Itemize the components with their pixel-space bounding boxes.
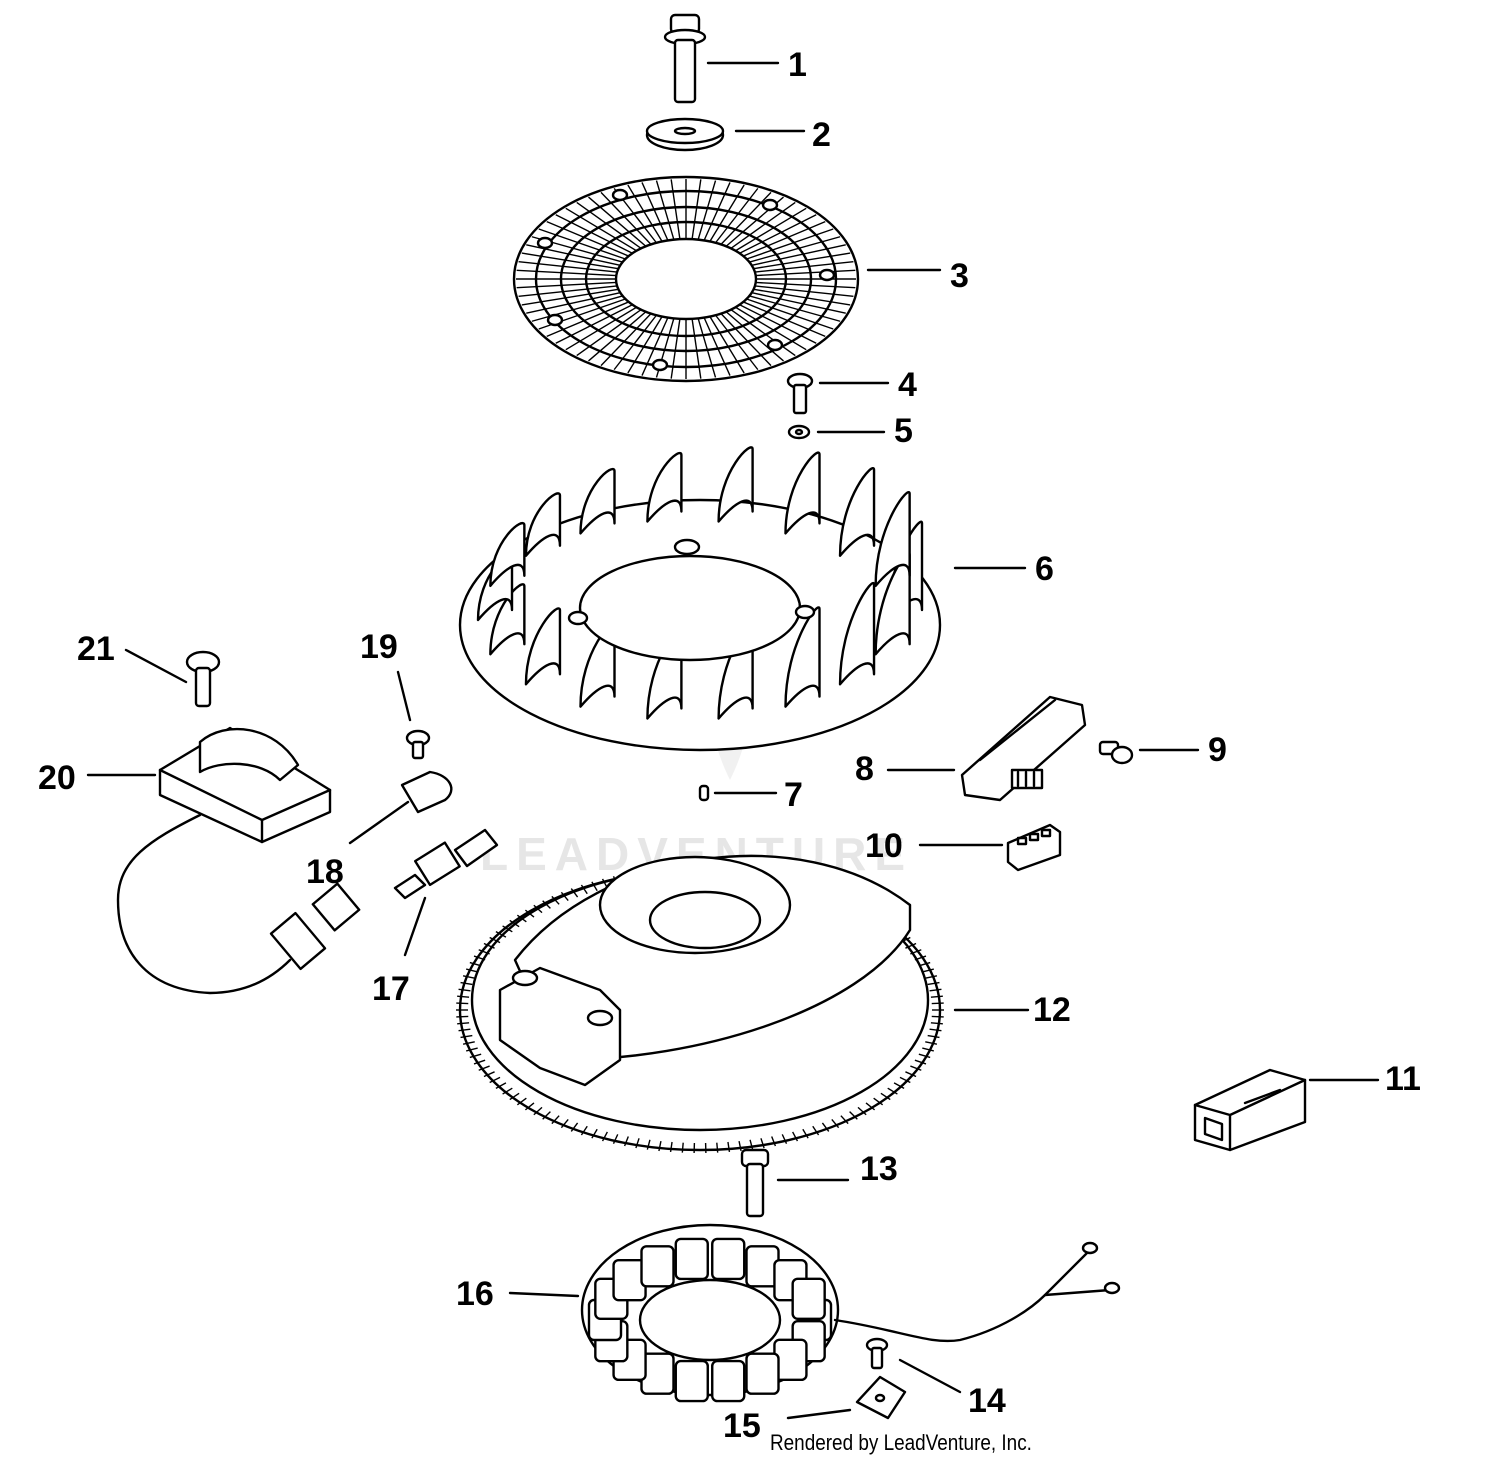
leader-lines xyxy=(86,61,1380,1420)
part-18-clamp[interactable] xyxy=(400,770,453,814)
part-1-bolt[interactable] xyxy=(663,13,707,104)
callout-1: 1 xyxy=(788,46,807,84)
part-13-bolt[interactable] xyxy=(740,1148,770,1218)
callout-4: 4 xyxy=(898,366,917,404)
part-7-key[interactable] xyxy=(698,784,710,802)
part-20-ignition-module[interactable] xyxy=(116,726,361,995)
part-8-rectifier-regulator[interactable] xyxy=(960,695,1087,802)
callout-16: 16 xyxy=(456,1275,494,1313)
callout-8: 8 xyxy=(855,750,874,788)
callout-18: 18 xyxy=(306,853,344,891)
callout-labels: 1 2 3 4 5 6 7 8 9 10 11 12 13 14 15 16 1… xyxy=(38,46,1421,1445)
part-9-screw[interactable] xyxy=(1098,740,1134,765)
callout-2: 2 xyxy=(812,116,831,154)
callout-21: 21 xyxy=(77,630,115,668)
part-17-spark-plug[interactable] xyxy=(393,828,499,900)
part-11-connector-housing[interactable] xyxy=(1193,1068,1307,1152)
render-credit: Rendered by LeadVenture, Inc. xyxy=(770,1430,1032,1455)
part-19-screw[interactable] xyxy=(405,729,431,760)
part-4-screw[interactable] xyxy=(786,372,814,415)
part-6-fan[interactable] xyxy=(458,446,942,752)
callout-19: 19 xyxy=(360,628,398,666)
part-5-lock-washer[interactable] xyxy=(787,424,811,440)
callout-12: 12 xyxy=(1033,991,1071,1029)
callout-9: 9 xyxy=(1208,731,1227,769)
part-2-washer[interactable] xyxy=(645,117,725,152)
callout-3: 3 xyxy=(950,257,969,295)
callout-11: 11 xyxy=(1385,1060,1421,1098)
part-3-grass-screen[interactable] xyxy=(512,175,860,383)
part-10-connector[interactable] xyxy=(1006,823,1062,872)
part-15-clip[interactable] xyxy=(855,1375,907,1420)
callout-15: 15 xyxy=(723,1407,761,1445)
callout-6: 6 xyxy=(1035,550,1054,588)
callout-14: 14 xyxy=(968,1382,1006,1420)
callout-20: 20 xyxy=(38,759,76,797)
callout-13: 13 xyxy=(860,1150,898,1188)
part-21-screw[interactable] xyxy=(185,650,221,708)
callout-10: 10 xyxy=(865,827,903,865)
part-14-screw[interactable] xyxy=(865,1337,889,1370)
part-16-stator[interactable] xyxy=(580,1223,1121,1403)
callout-7: 7 xyxy=(784,776,803,814)
callout-17: 17 xyxy=(372,970,410,1008)
callout-5: 5 xyxy=(894,412,913,450)
part-12-flywheel[interactable] xyxy=(456,854,944,1153)
